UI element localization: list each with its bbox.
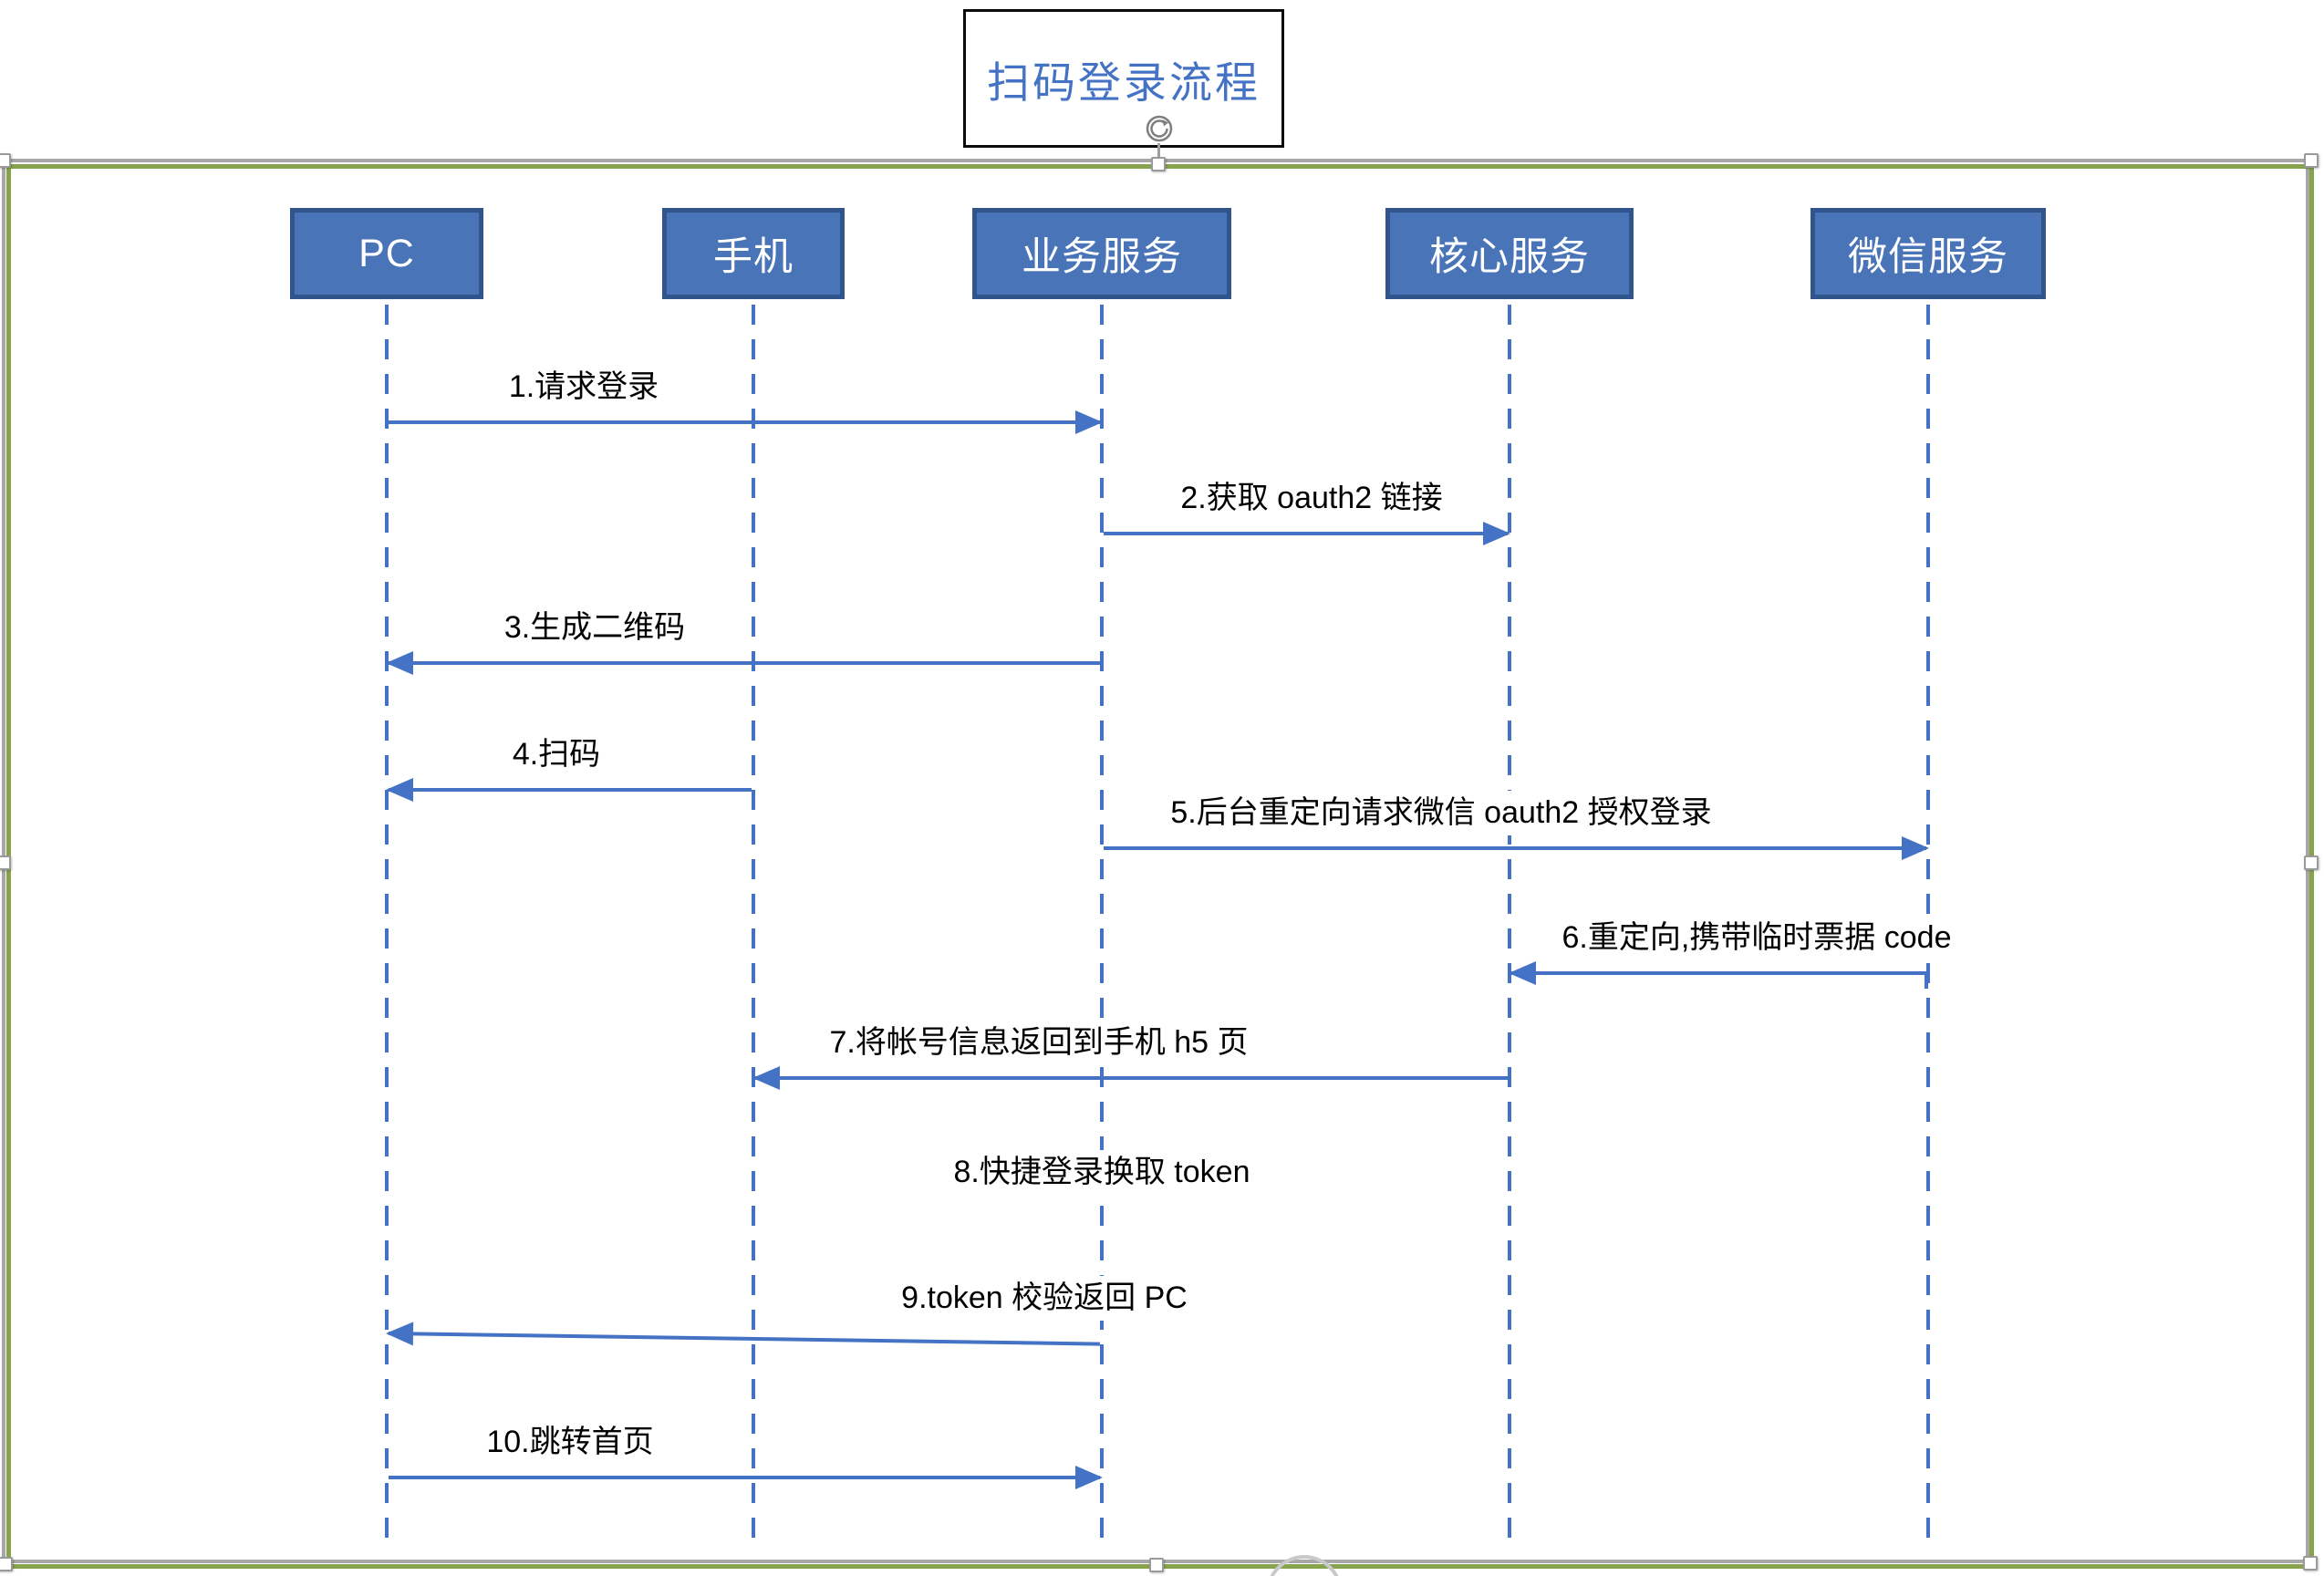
selection-handle-bottom-right[interactable] xyxy=(2303,1556,2318,1571)
actor-label: 业务服务 xyxy=(1022,235,1182,279)
arrowhead-icon xyxy=(386,778,413,802)
arrowhead-icon xyxy=(386,651,413,675)
actor-label: PC xyxy=(358,231,415,275)
actor-box-core[interactable]: 核心服务 xyxy=(1385,208,1634,299)
arrowhead-icon xyxy=(1483,522,1510,545)
message-label-7[interactable]: 7.将帐号信息返回到手机 h5 页 xyxy=(818,1021,1260,1065)
canvas-border-green[interactable] xyxy=(6,164,2314,1569)
selection-handle-middle-left[interactable] xyxy=(0,855,11,870)
actor-label: 核心服务 xyxy=(1429,235,1590,279)
message-line xyxy=(389,788,752,792)
message-arrow-10[interactable] xyxy=(387,1466,1103,1489)
message-label-2[interactable]: 2.获取 oauth2 链接 xyxy=(1169,476,1454,521)
actor-label: 手机 xyxy=(713,235,794,279)
lifeline-core[interactable] xyxy=(1508,305,1511,1550)
message-arrow-2[interactable] xyxy=(1102,522,1510,545)
message-label-5[interactable]: 5.后台重定向请求微信 oauth2 授权登录 xyxy=(1159,791,1723,835)
selection-handle-top-right[interactable] xyxy=(2304,153,2319,168)
selection-handle-top-left[interactable] xyxy=(0,153,11,168)
message-line xyxy=(389,661,1100,665)
arrowhead-icon xyxy=(752,1066,780,1090)
arrowhead-icon xyxy=(385,1321,414,1346)
actor-box-business[interactable]: 业务服务 xyxy=(972,208,1231,299)
selection-handle-bottom-center[interactable] xyxy=(1149,1558,1164,1572)
message-line xyxy=(1511,971,1926,975)
rotate-icon[interactable] xyxy=(1142,111,1177,150)
message-line xyxy=(389,1476,1100,1479)
message-arrow-5[interactable] xyxy=(1102,836,1929,860)
message-line xyxy=(1104,846,1926,850)
message-line xyxy=(389,420,1100,424)
message-arrow-1[interactable] xyxy=(387,410,1103,434)
diagram-title-box[interactable]: 扫码登录流程 xyxy=(963,9,1284,148)
message-arrow-4[interactable] xyxy=(386,778,753,802)
selection-handle-top-center[interactable] xyxy=(1151,157,1166,171)
actor-label: 微信服务 xyxy=(1848,235,2008,279)
actor-box-wechat[interactable]: 微信服务 xyxy=(1810,208,2046,299)
arrowhead-icon xyxy=(1075,410,1103,434)
message-label-9[interactable]: 9.token 校验返回 PC xyxy=(890,1276,1198,1321)
lifeline-pc[interactable] xyxy=(385,305,389,1550)
message-line xyxy=(388,1332,1100,1346)
selection-handle-bottom-left[interactable] xyxy=(0,1557,13,1571)
message-label-1[interactable]: 1.请求登录 xyxy=(497,365,670,410)
message-arrow-3[interactable] xyxy=(386,651,1102,675)
actor-box-pc[interactable]: PC xyxy=(290,208,483,299)
message-label-10[interactable]: 10.跳转首页 xyxy=(475,1420,665,1465)
actor-box-phone[interactable]: 手机 xyxy=(662,208,845,299)
arrowhead-icon xyxy=(1902,836,1929,860)
message-line xyxy=(1104,532,1508,535)
message-label-3[interactable]: 3.生成二维码 xyxy=(493,606,697,650)
arrow-tail-tick xyxy=(1925,973,1928,989)
arrowhead-icon xyxy=(1509,961,1536,985)
lifeline-phone[interactable] xyxy=(752,305,755,1550)
message-arrow-6[interactable] xyxy=(1509,961,1928,989)
diagram-title: 扫码登录流程 xyxy=(987,57,1261,107)
arrowhead-icon xyxy=(1075,1466,1103,1489)
selection-handle-middle-right[interactable] xyxy=(2304,855,2319,870)
message-arrow-7[interactable] xyxy=(752,1066,1510,1090)
message-line xyxy=(755,1076,1508,1080)
message-label-6[interactable]: 6.重定向,携带临时票据 code xyxy=(1551,916,1963,960)
lifeline-business[interactable] xyxy=(1100,305,1104,1550)
rotate-handle-stem xyxy=(1157,143,1160,161)
message-label-8[interactable]: 8.快捷登录换取 token xyxy=(942,1150,1261,1195)
message-label-4[interactable]: 4.扫码 xyxy=(501,732,612,777)
